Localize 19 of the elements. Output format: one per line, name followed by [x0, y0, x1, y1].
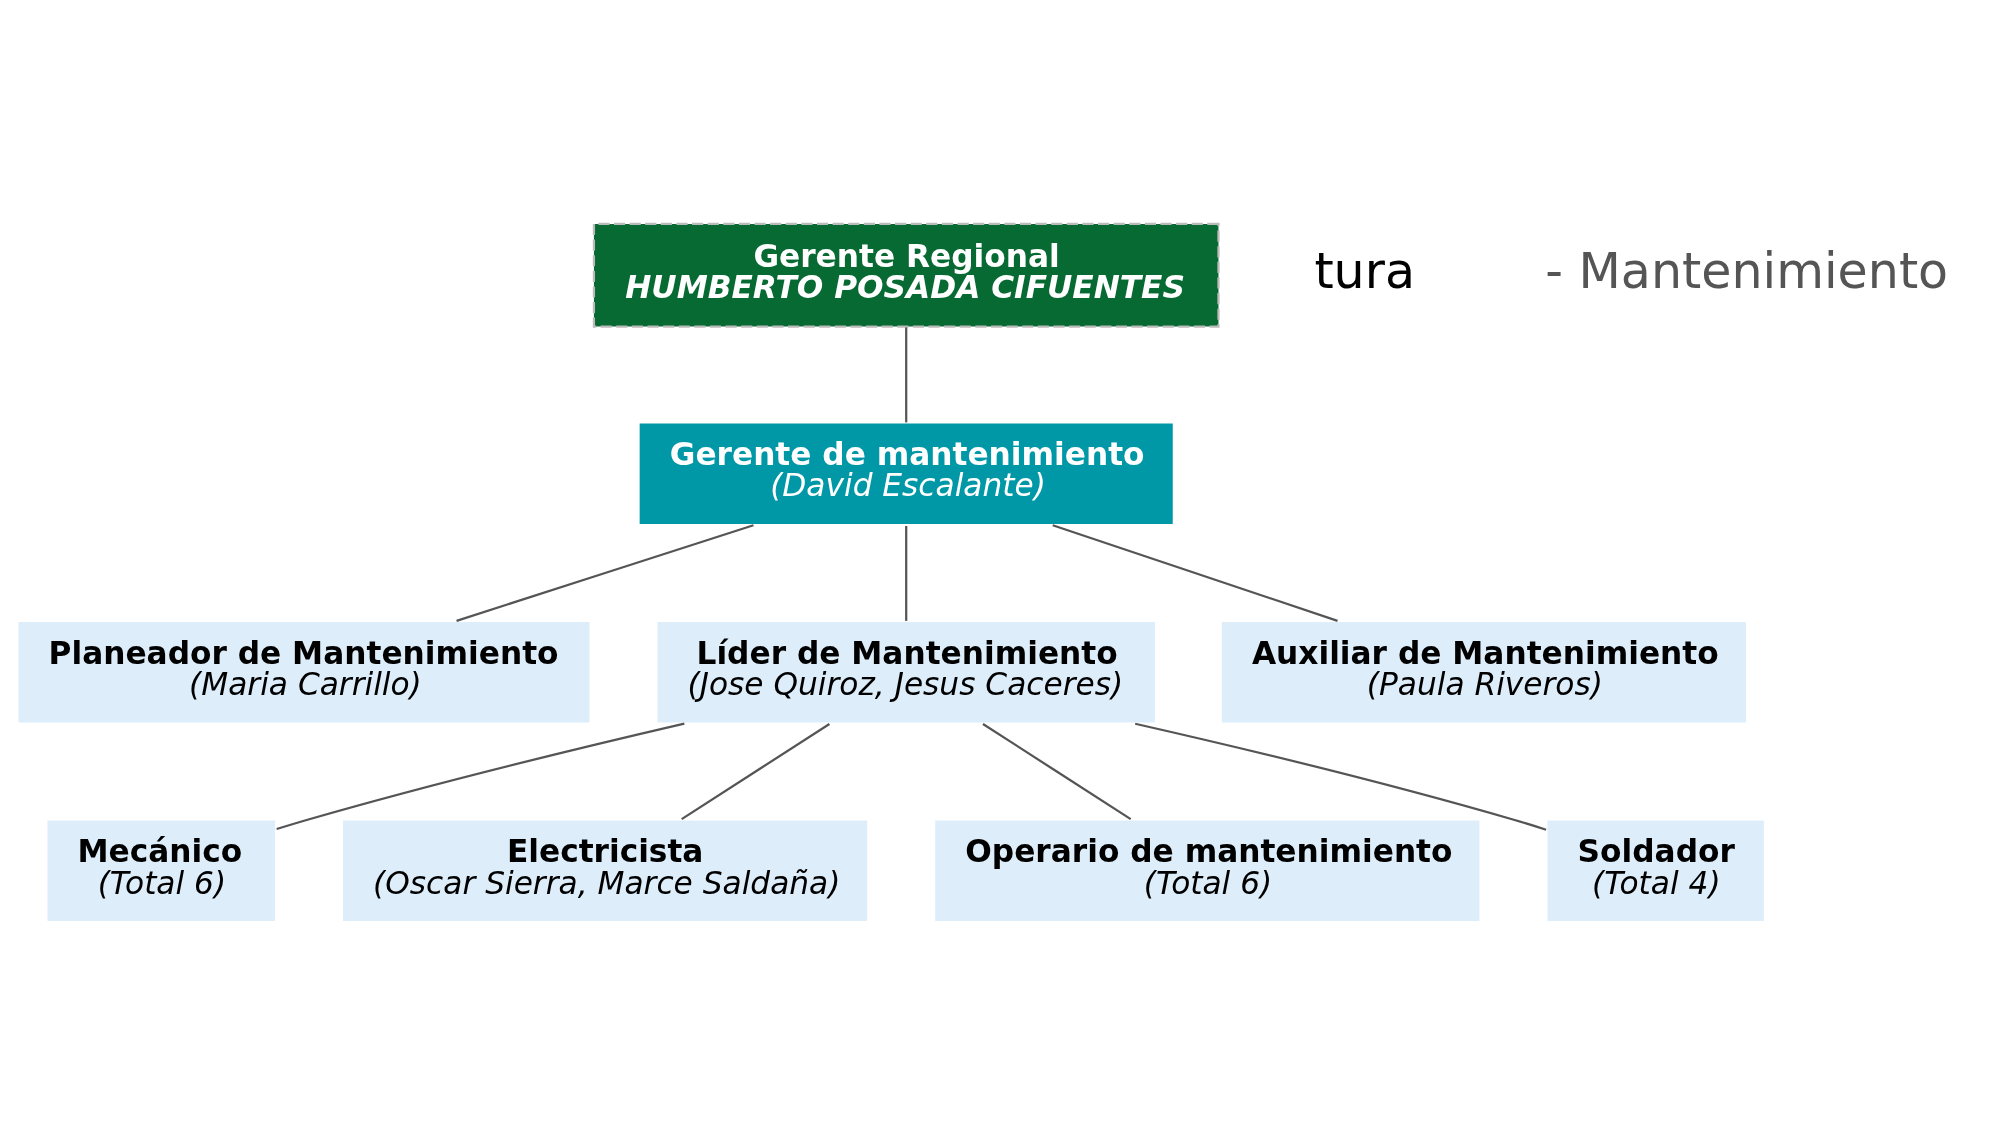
node-box: Gerente de mantenimiento (David Escalante)	[637, 420, 1175, 526]
connector	[276, 722, 685, 830]
node-box: Soldador (Total 4)	[1545, 817, 1767, 923]
connector	[681, 722, 831, 820]
node-box: Líder de Mantenimiento (Jose Quiroz, Jesus Caceres)	[655, 619, 1158, 725]
node-box: Auxiliar de Mantenimiento (Paula Riveros)	[1219, 619, 1749, 725]
connector	[905, 525, 908, 621]
label: - Mantenimiento	[1545, 241, 1949, 300]
node-box: Planeador de Mantenimiento (Maria Carrillo)	[16, 619, 592, 725]
connector	[1052, 523, 1338, 622]
node-box: Electricista (Oscar Sierra, Marce Saldaña)	[340, 817, 870, 923]
node-box: Mecánico (Total 6)	[45, 817, 278, 923]
connector	[982, 722, 1132, 820]
connector	[456, 523, 754, 622]
node-box: Operario de mantenimiento (Total 6)	[932, 817, 1482, 923]
connector	[1134, 722, 1547, 831]
label: tura	[1314, 241, 1415, 300]
connector	[905, 326, 908, 422]
node-box: Gerente Regional HUMBERTO POSADA CIFUENTES	[592, 222, 1220, 328]
